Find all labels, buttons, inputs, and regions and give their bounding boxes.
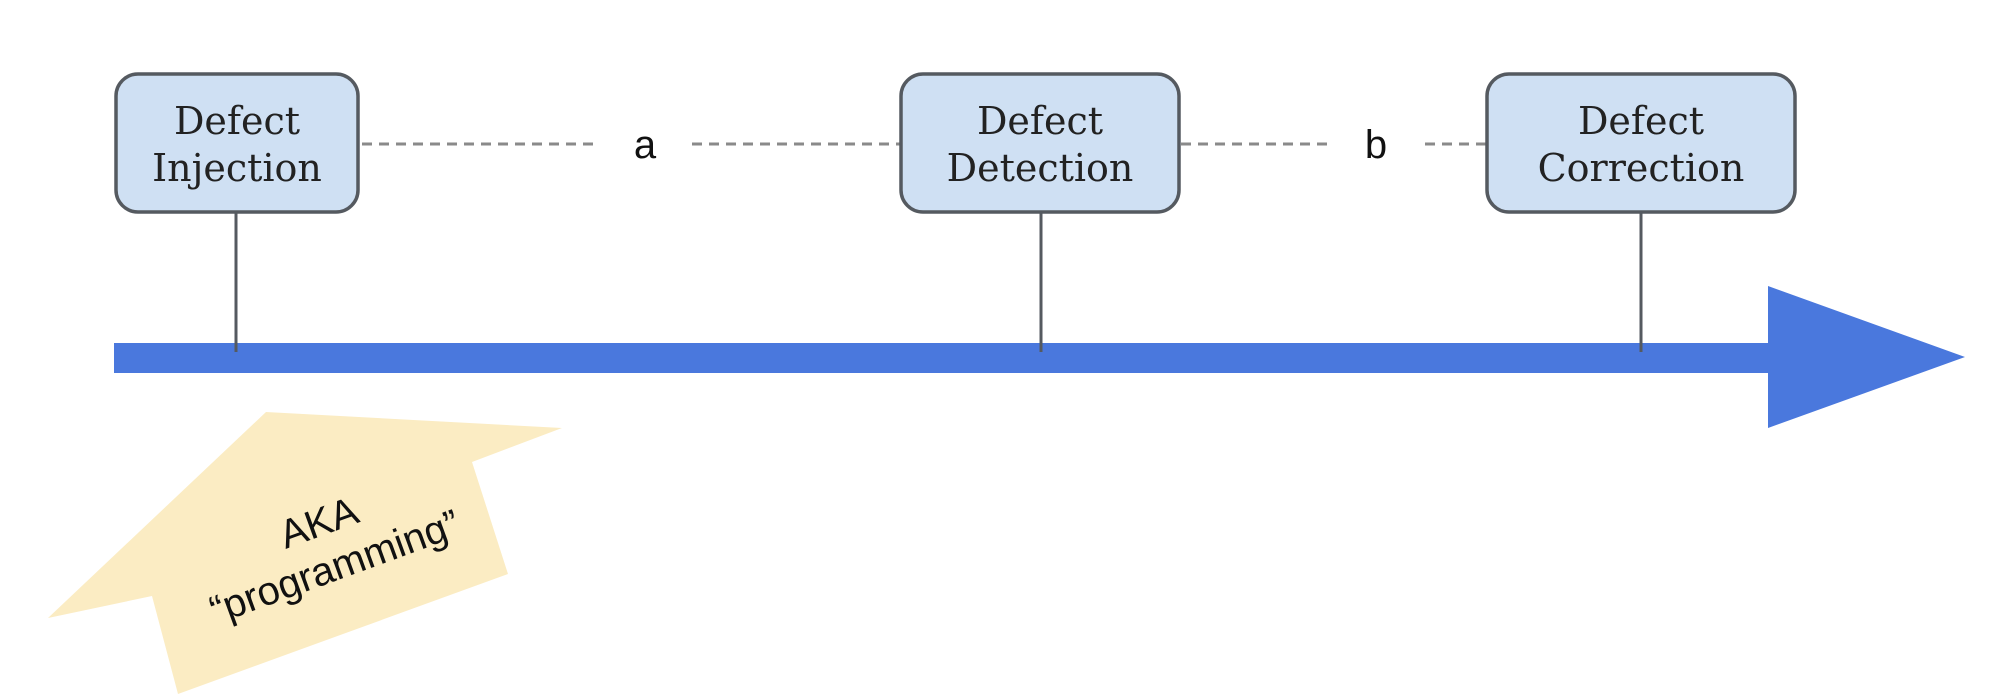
stage-box-detection-shape: [899, 72, 1181, 214]
stage-connectors: [234, 212, 1643, 352]
timeline-arrow: [114, 286, 1965, 428]
stage-injection-line1: Defect: [174, 99, 300, 143]
stage-injection-line2: Injection: [152, 146, 322, 190]
timeline-shaft: [114, 343, 1794, 373]
stage-box-detection: Defect Detection: [899, 72, 1181, 214]
callout-arrow-note: AKA “programming”: [48, 412, 562, 694]
gap-label-b: b: [1365, 123, 1387, 167]
stage-correction-line2: Correction: [1538, 146, 1745, 190]
callout-arrow-shape: [48, 412, 562, 694]
stage-detection-line2: Detection: [947, 146, 1134, 190]
gap-label-a: a: [634, 123, 657, 167]
stage-box-correction-shape: [1485, 72, 1797, 214]
stage-box-injection: Defect Injection: [114, 72, 360, 214]
stage-correction-line1: Defect: [1578, 99, 1704, 143]
stage-box-injection-shape: [114, 72, 360, 214]
stage-detection-line1: Defect: [977, 99, 1103, 143]
timeline-arrowhead: [1768, 286, 1965, 428]
stage-box-correction: Defect Correction: [1485, 72, 1797, 214]
